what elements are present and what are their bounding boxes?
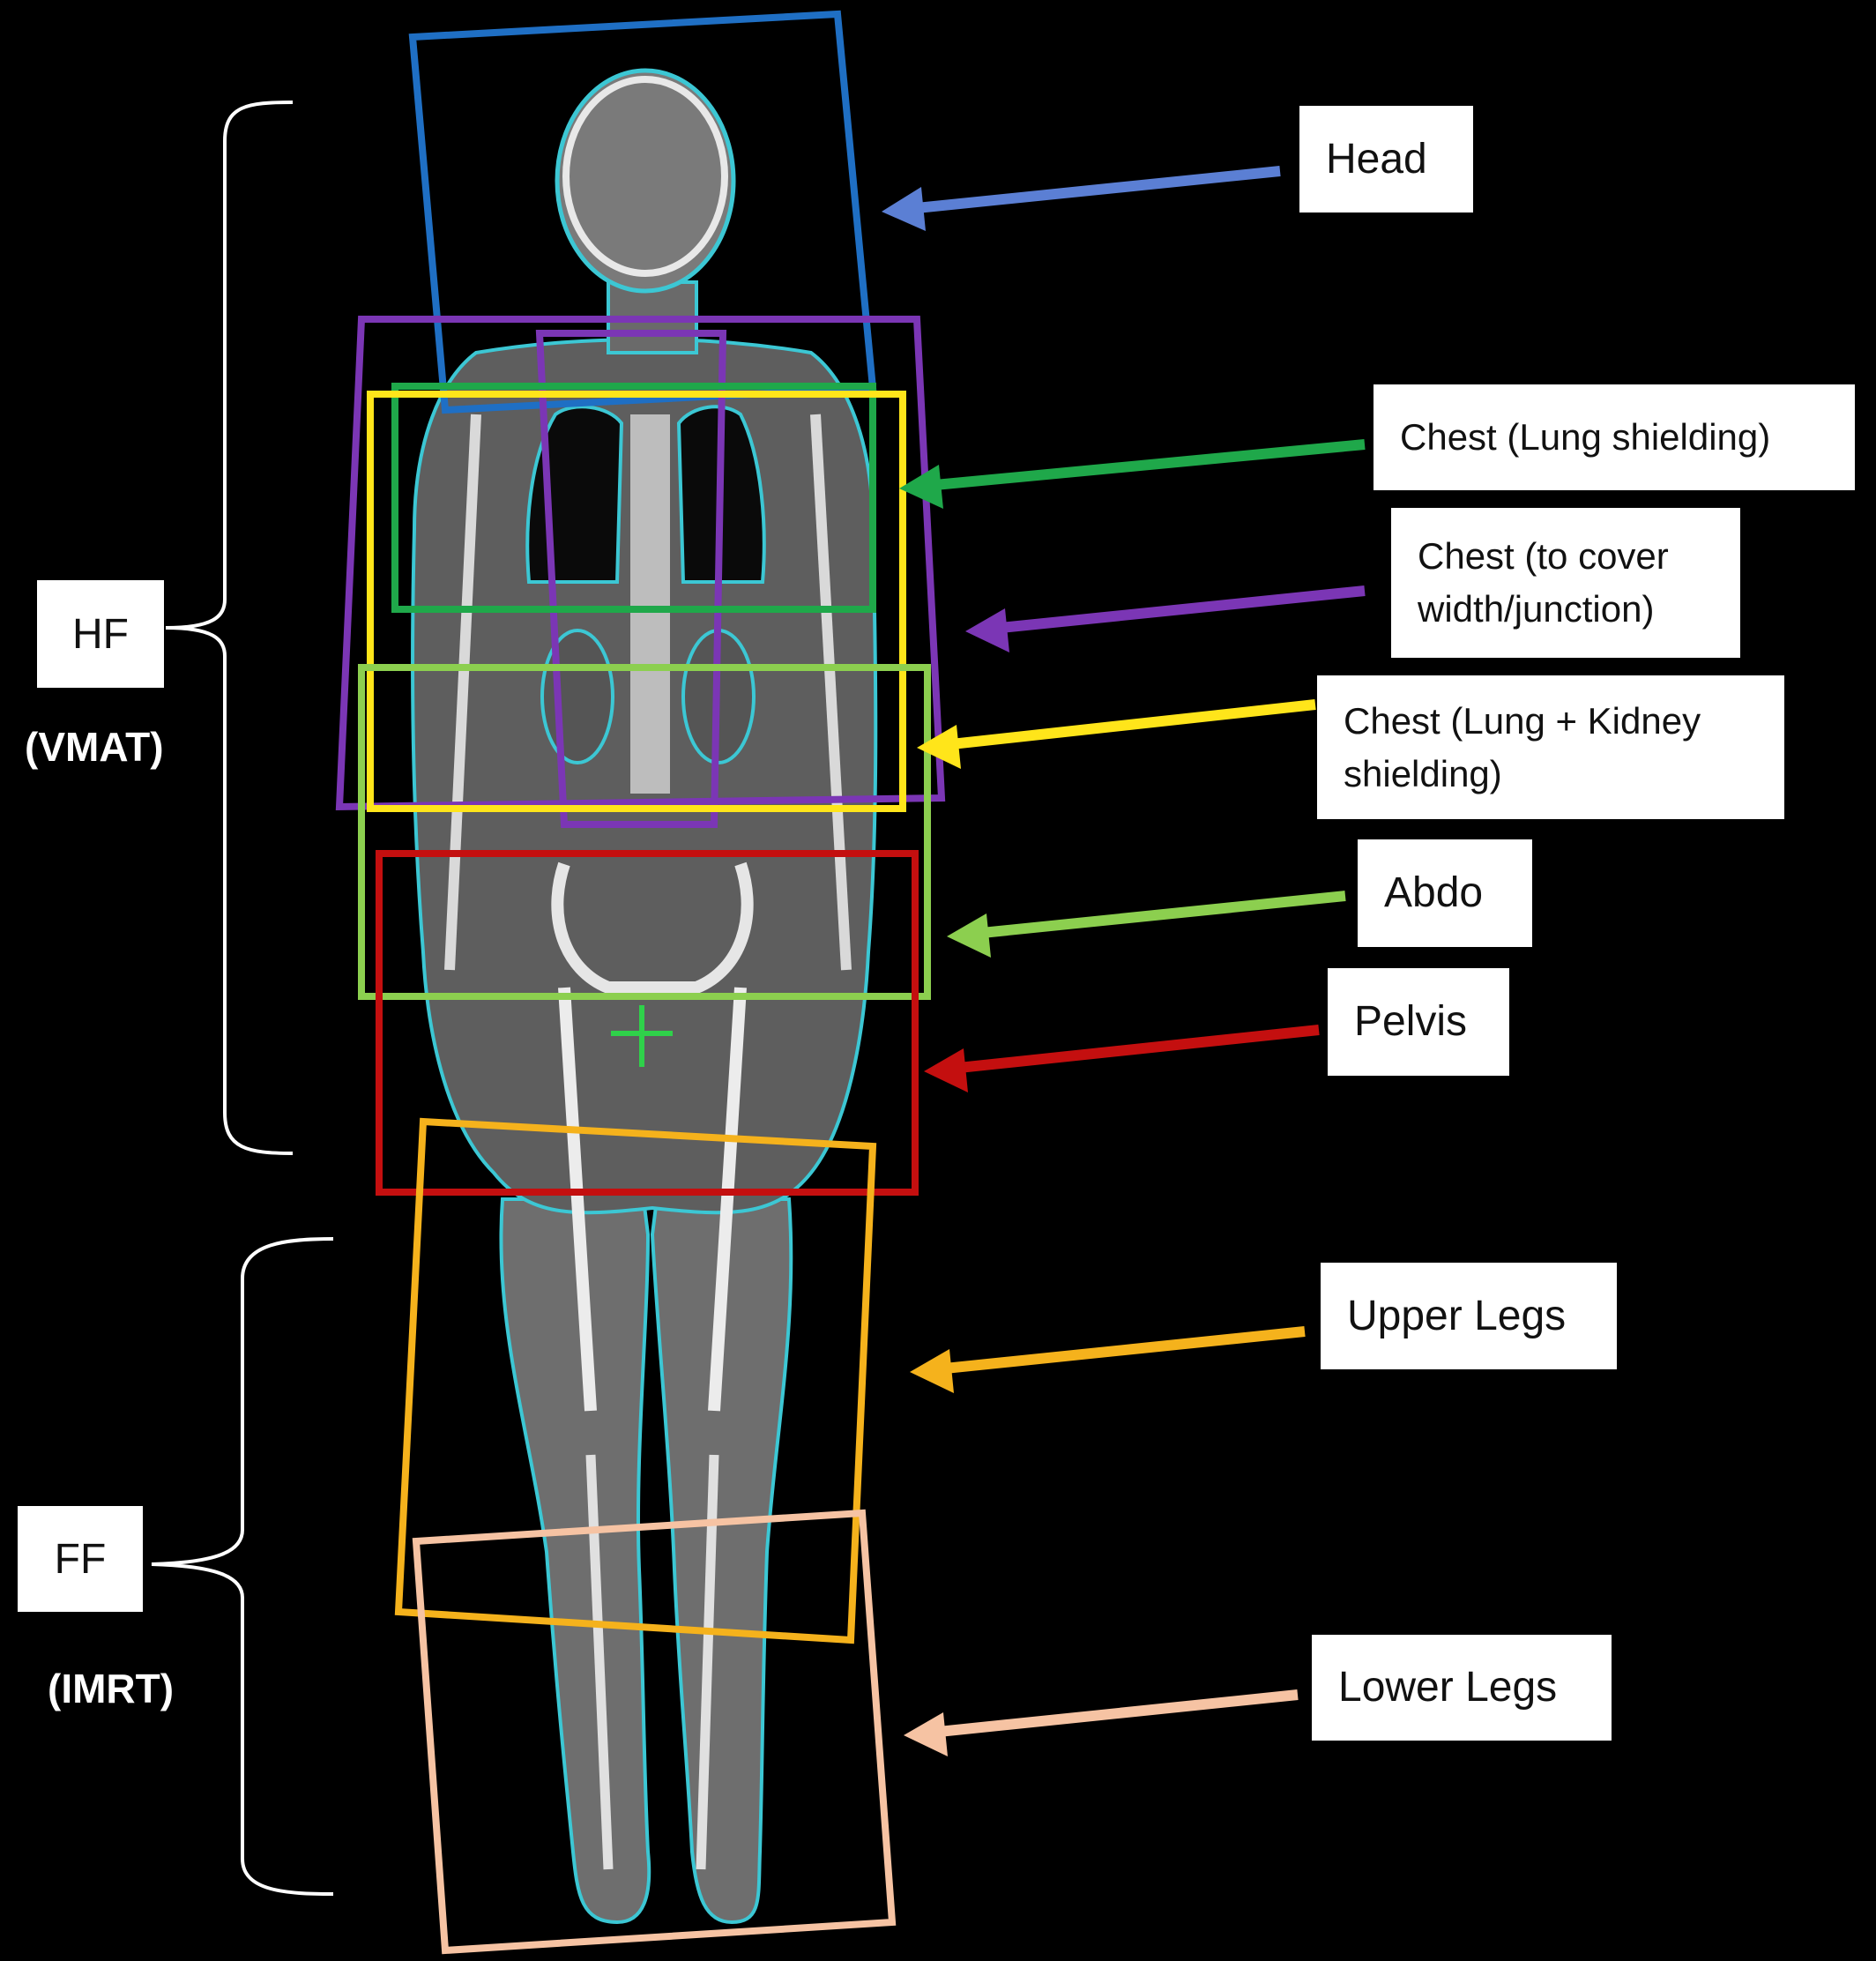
chest-lung-kidney-field-rect — [367, 391, 906, 812]
right-femur — [708, 987, 747, 1412]
left-arm-bone — [444, 414, 481, 971]
isocenter-crosshair-icon — [611, 1005, 673, 1067]
lower-legs-label: Lower Legs — [1312, 1635, 1612, 1741]
ff-group-label-text: FF — [54, 1535, 107, 1583]
chest-lung-arrow — [899, 439, 1366, 509]
field-rectangles — [335, 10, 946, 1955]
left-femur — [558, 987, 597, 1412]
abdo-label: Abdo — [1358, 839, 1532, 947]
upper-legs-label-text: Upper Legs — [1347, 1292, 1567, 1339]
head-label: Head — [1299, 106, 1473, 213]
chest-lung-label-text: Chest (Lung shielding) — [1400, 416, 1771, 458]
chest-width-field-rect-outer — [335, 316, 946, 811]
spine-shape — [630, 414, 670, 794]
pelvis-bone-shape — [551, 861, 754, 994]
pelvis-label: Pelvis — [1328, 968, 1509, 1076]
head-label-text: Head — [1326, 135, 1427, 183]
hf-technique-label: (VMAT) — [25, 724, 164, 770]
head-arrow — [882, 166, 1281, 231]
chest-lung-label: Chest (Lung shielding) — [1374, 384, 1855, 490]
skull-outline — [562, 76, 728, 277]
upper-legs-arrow — [910, 1326, 1306, 1393]
hf-group-label: HF — [37, 580, 164, 688]
pelvis-label-text: Pelvis — [1354, 998, 1468, 1045]
chest-width-arrow — [965, 585, 1366, 652]
abdo-label-text: Abdo — [1384, 869, 1484, 916]
lower-legs-arrow — [904, 1689, 1299, 1756]
abdo-field-rect — [358, 664, 931, 1000]
head-shape — [555, 68, 736, 294]
right-arm-bone — [810, 414, 852, 971]
chest-lung-kidney-arrow — [917, 699, 1316, 769]
ff-technique-label: (IMRT) — [48, 1666, 175, 1711]
chest-lung-kidney-label-text: Chest (Lung + Kidney shielding) — [1344, 699, 1701, 794]
chest-width-field-rect-inner — [535, 330, 727, 828]
abdo-arrow — [947, 891, 1346, 958]
pelvis-field-rect — [376, 850, 919, 1196]
chest-width-label: Chest (to cover width/junction) — [1391, 508, 1740, 658]
right-leg-shape — [650, 1197, 793, 1925]
hf-group-label-text: HF — [72, 610, 129, 658]
lower-legs-field-rect — [412, 1509, 897, 1955]
hf-bracket — [165, 101, 294, 1155]
chest-lung-kidney-label: Chest (Lung + Kidney shielding) — [1317, 675, 1784, 819]
chest-lung-field-rect — [391, 383, 876, 613]
upper-legs-field-rect — [394, 1117, 877, 1644]
chest-width-label-text: Chest (to cover width/junction) — [1418, 535, 1669, 630]
ff-group-label: FF — [18, 1506, 143, 1612]
upper-legs-label: Upper Legs — [1321, 1263, 1617, 1369]
ff-bracket — [151, 1237, 334, 1896]
pointer-arrows — [882, 166, 1366, 1756]
left-leg-shape — [499, 1197, 651, 1925]
pelvis-arrow — [924, 1025, 1320, 1092]
left-tibia — [585, 1454, 614, 1870]
lower-legs-label-text: Lower Legs — [1338, 1664, 1558, 1711]
